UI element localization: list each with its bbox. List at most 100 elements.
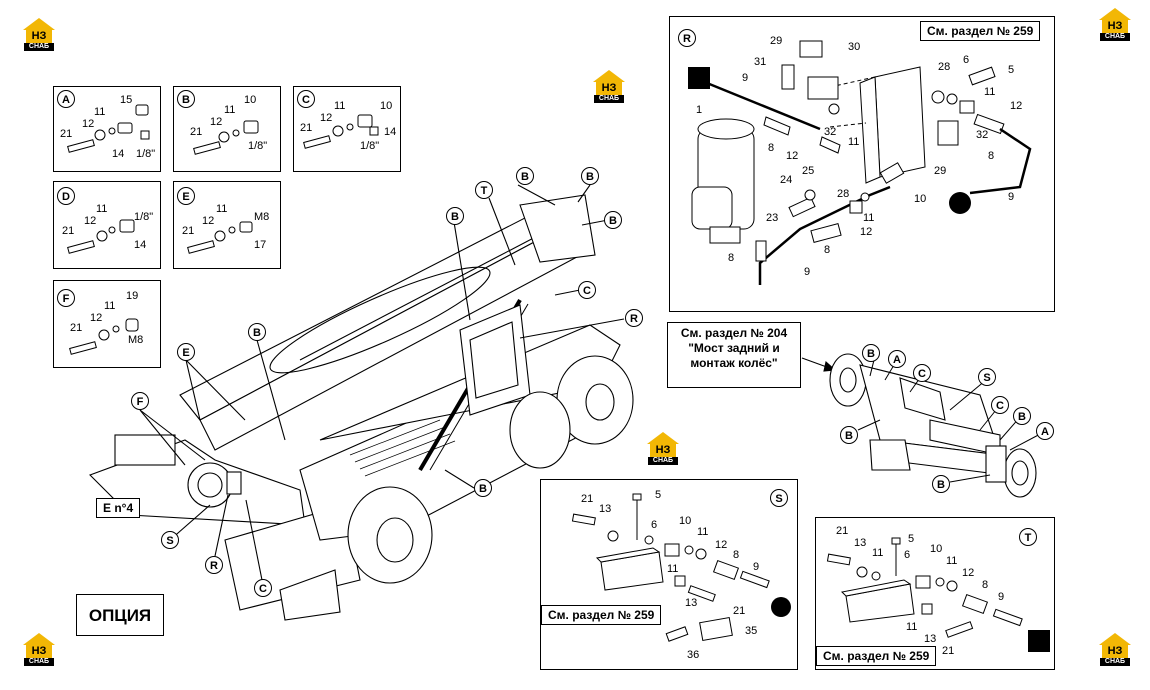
part-label: 12 (715, 539, 728, 551)
part-label: 29 (934, 165, 947, 177)
callout-s: S (161, 531, 179, 549)
part-label: 21 (300, 122, 313, 134)
ref-section-259: См. раздел № 259 (541, 605, 662, 625)
axle-callout-b: B (1013, 407, 1031, 425)
part-label: 8 (982, 579, 989, 591)
part-label: 12 (860, 226, 873, 238)
part-label: 11 (224, 104, 236, 116)
part-label: 9 (804, 266, 811, 278)
callout-f: F (131, 392, 149, 410)
part-label: 12 (202, 215, 215, 227)
part-label: 11 (667, 563, 679, 575)
detail-box-r: R См. раздел № 259 29 30 31 9 28 6 5 11 … (669, 16, 1055, 312)
part-label: 21 (190, 126, 203, 138)
callout-c: C (254, 579, 272, 597)
part-label: 13 (599, 503, 612, 515)
detail-s-letter: S (770, 489, 788, 507)
part-label: 8 (988, 150, 995, 162)
part-label: 14 (384, 126, 397, 138)
part-label: 12 (84, 215, 97, 227)
callout-c: C (578, 281, 596, 299)
callout-b: B (516, 167, 534, 185)
callout-b: B (604, 211, 622, 229)
part-label: 25 (802, 165, 815, 177)
part-label: 11 (697, 526, 709, 538)
axle-callout-b: B (862, 344, 880, 362)
detail-f-drawing (69, 318, 139, 355)
part-label: 13 (685, 597, 698, 609)
detail-box-e: E 11 M8 12 21 17 (173, 181, 281, 269)
detail-box-b: B 10 11 12 21 1/8" (173, 86, 281, 172)
part-label: 21 (182, 225, 195, 237)
part-label: 19 (126, 290, 139, 302)
detail-box-f: F 19 11 12 21 M8 (53, 280, 161, 368)
part-label: 24 (780, 174, 793, 186)
part-label: 11 (984, 86, 996, 98)
detail-box-t: T См. раздел № 259 21 5 13 11 6 10 11 12… (815, 517, 1055, 670)
part-label: 12 (320, 112, 333, 124)
part-label: 21 (836, 525, 849, 537)
part-label: 11 (216, 203, 228, 215)
part-label: 35 (745, 625, 758, 637)
axle-callout-c: C (991, 396, 1009, 414)
detail-c-drawing (303, 114, 379, 149)
part-label: 21 (62, 225, 75, 237)
detail-s-drawing (571, 493, 791, 642)
part-label: 1 (696, 104, 703, 116)
callout-r: R (205, 556, 223, 574)
part-label: 32 (824, 126, 837, 138)
part-label: 29 (770, 35, 783, 47)
callout-b: B (248, 323, 266, 341)
part-label: 10 (244, 94, 257, 106)
part-label: 11 (946, 555, 958, 567)
part-label: 28 (938, 61, 951, 73)
part-label: 21 (733, 605, 746, 617)
part-label: 28 (837, 188, 850, 200)
detail-f-letter: F (57, 289, 75, 307)
axle-callout-b: B (840, 426, 858, 444)
part-label: M8 (254, 211, 270, 223)
part-label: 13 (854, 537, 867, 549)
part-label: 5 (908, 533, 915, 545)
part-label: 10 (679, 515, 692, 527)
part-label: 11 (872, 547, 884, 559)
part-label: 9 (753, 561, 760, 573)
option-label: ОПЦИЯ (76, 594, 164, 636)
part-label: 12 (210, 116, 223, 128)
detail-box-a: A 15 11 12 21 14 1/8" (53, 86, 161, 172)
part-label: 21 (70, 322, 83, 334)
detail-e-drawing (187, 221, 253, 254)
part-label: 12 (82, 118, 95, 130)
part-label: 11 (94, 106, 106, 118)
detail-d-letter: D (57, 187, 75, 205)
part-label: 12 (962, 567, 975, 579)
part-label: 9 (1008, 191, 1015, 203)
part-label: 14 (134, 239, 147, 251)
callout-r: R (625, 309, 643, 327)
callout-b: B (474, 479, 492, 497)
part-label: 8 (824, 244, 831, 256)
ref-section-259: См. раздел № 259 (816, 646, 937, 666)
part-label: 10 (914, 193, 927, 205)
callout-b: B (581, 167, 599, 185)
part-label: 11 (848, 136, 860, 148)
ref-204-line: См. раздел № 204 (680, 326, 788, 340)
part-label: 12 (1010, 100, 1023, 112)
ref-section-204: См. раздел № 204 "Мост задний и монтаж к… (667, 322, 801, 388)
detail-t-letter: T (1019, 528, 1037, 546)
part-label: 1/8" (134, 211, 154, 223)
axle-callout-a: A (1036, 422, 1054, 440)
part-label: 8 (768, 142, 775, 154)
detail-box-s: S См. раздел № 259 21 5 13 6 10 11 12 8 … (540, 479, 798, 670)
ref-section-259: См. раздел № 259 (920, 21, 1041, 41)
part-label: 6 (651, 519, 658, 531)
part-label: 12 (90, 312, 103, 324)
part-label: 21 (60, 128, 73, 140)
callout-e: E (177, 343, 195, 361)
detail-e-letter: E (177, 187, 195, 205)
